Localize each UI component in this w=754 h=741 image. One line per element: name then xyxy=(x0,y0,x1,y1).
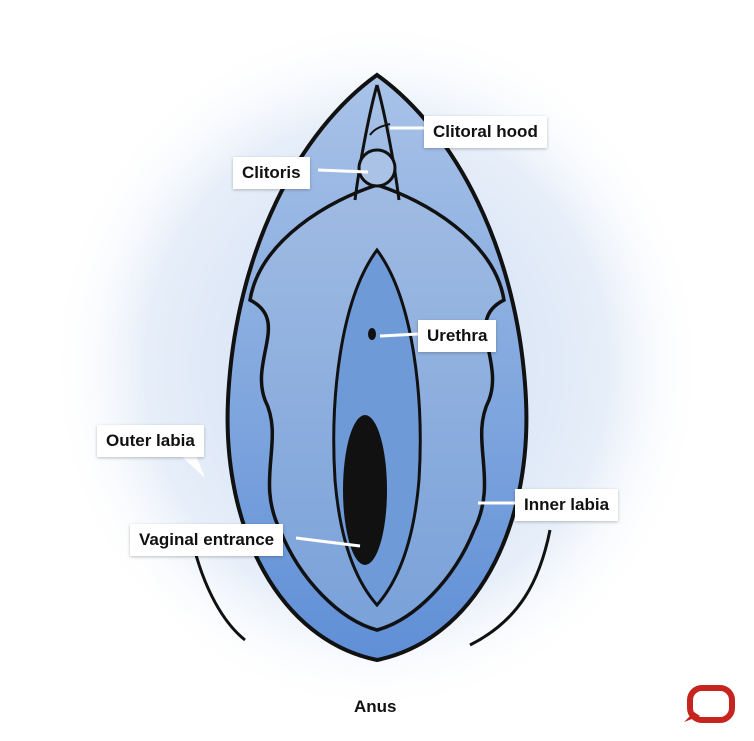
vaginal-entrance-shape xyxy=(343,415,387,565)
outer-labia-pointer xyxy=(180,455,205,478)
urethra-shape xyxy=(368,328,376,340)
label-clitoral-hood: Clitoral hood xyxy=(424,116,547,148)
label-inner-labia: Inner labia xyxy=(515,489,619,521)
label-outer-labia: Outer labia xyxy=(97,425,204,457)
speech-bubble-icon xyxy=(684,685,735,723)
clitoris-shape xyxy=(357,148,397,188)
label-anus: Anus xyxy=(354,697,397,716)
label-clitoris: Clitoris xyxy=(233,157,310,189)
label-urethra: Urethra xyxy=(418,320,497,352)
label-vaginal-entrance: Vaginal entrance xyxy=(130,524,284,556)
